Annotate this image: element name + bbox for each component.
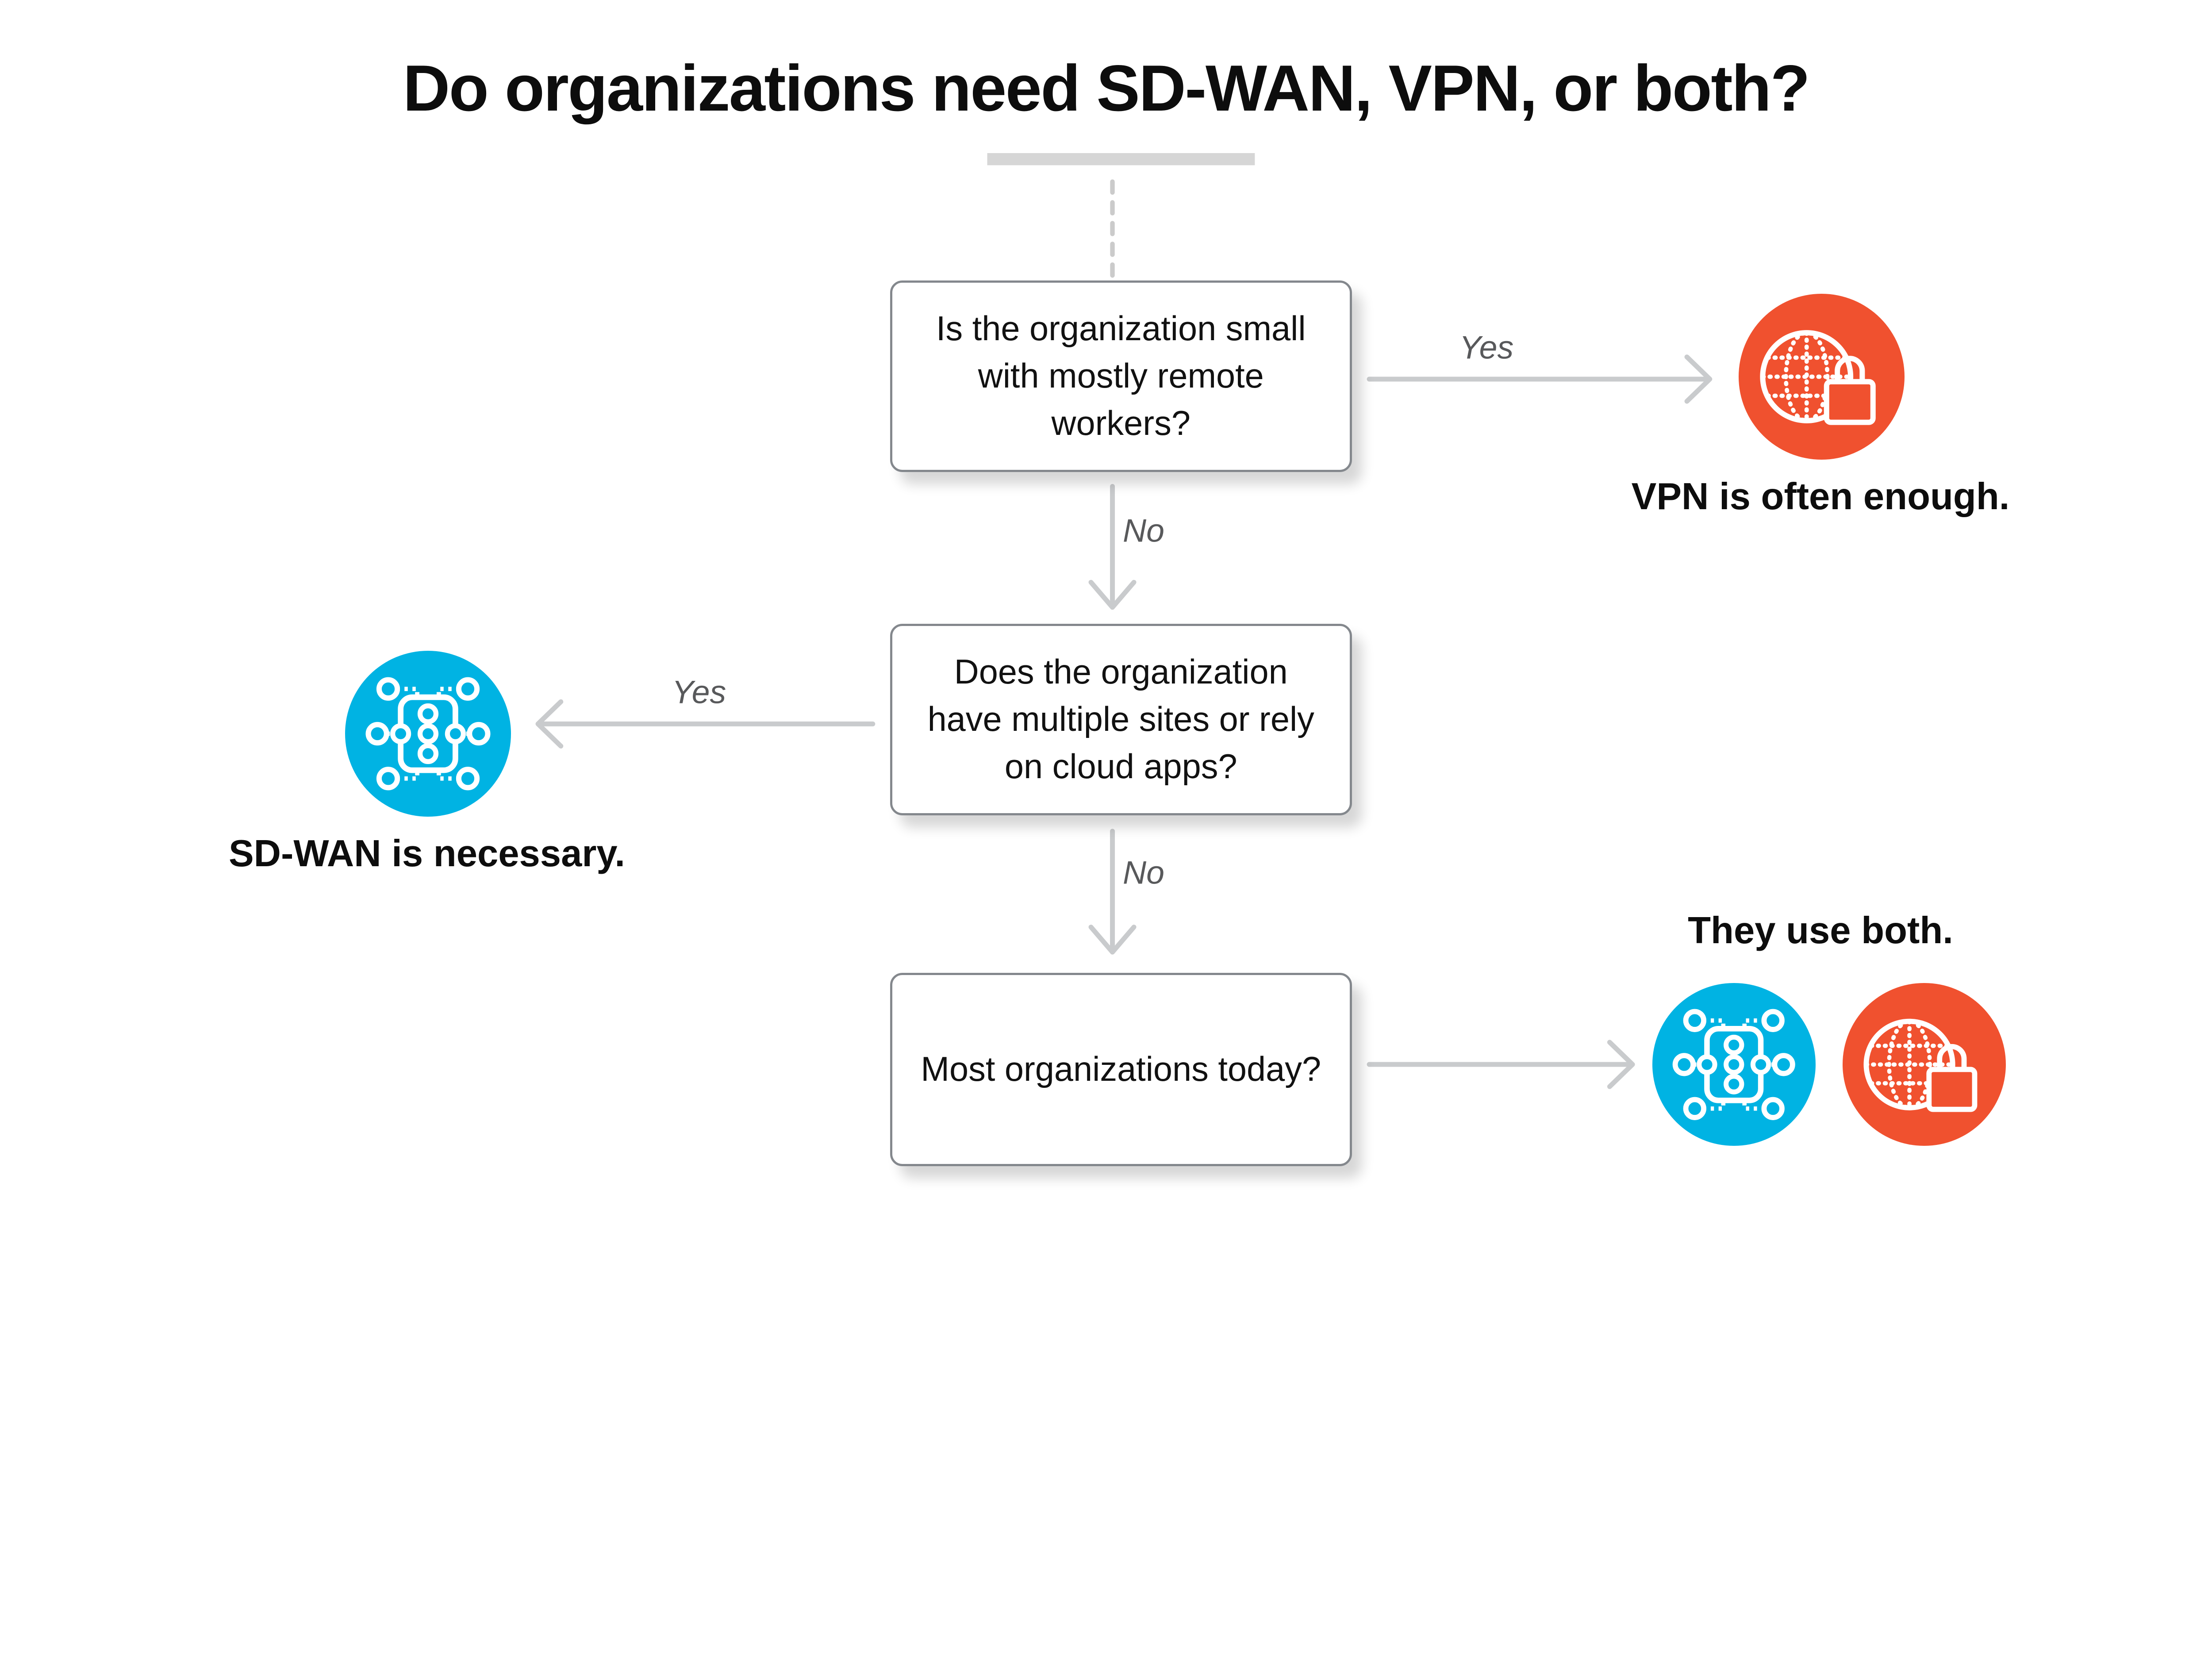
no-arrow-q2-q3 bbox=[1088, 829, 1137, 955]
globe-lock-icon bbox=[1863, 1018, 1978, 1112]
sdwan-icon-circle bbox=[345, 651, 511, 817]
question-box-multiple-sites: Does the organization have multiple site… bbox=[890, 623, 1352, 816]
flowchart-canvas: Do organizations need SD-WAN, VPN, or bo… bbox=[228, 52, 2010, 1166]
arrow-q3-both bbox=[1367, 1040, 1635, 1089]
network-mesh-icon bbox=[365, 677, 491, 791]
flowchart-connectors bbox=[535, 153, 1713, 1089]
branch-label-no-2: No bbox=[1123, 854, 1164, 891]
page-title: Do organizations need SD-WAN, VPN, or bo… bbox=[403, 52, 1810, 125]
question-box-small-org-text: Is the organization small with mostly re… bbox=[936, 310, 1306, 442]
branch-label-yes-vpn: Yes bbox=[1459, 329, 1514, 366]
yes-arrow-q1-vpn bbox=[1367, 354, 1713, 404]
question-box-most-orgs: Most organizations today? bbox=[890, 973, 1352, 1166]
outcome-caption-sdwan: SD-WAN is necessary. bbox=[228, 833, 626, 875]
question-box-multiple-sites-text: Does the organization have multiple site… bbox=[927, 653, 1314, 786]
both-sdwan-icon-circle bbox=[1652, 983, 1816, 1146]
yes-arrow-q2-sdwan bbox=[535, 699, 876, 749]
branch-label-yes-sdwan: Yes bbox=[672, 673, 726, 710]
start-divider-bar bbox=[987, 153, 1255, 165]
question-box-small-org: Is the organization small with mostly re… bbox=[890, 280, 1352, 472]
branch-label-no-1: No bbox=[1123, 512, 1164, 549]
network-mesh-icon bbox=[1672, 1009, 1795, 1120]
outcome-caption-both: They use both. bbox=[1688, 910, 1953, 952]
globe-lock-icon bbox=[1760, 330, 1876, 425]
both-vpn-icon-circle bbox=[1843, 983, 2006, 1146]
vpn-icon-circle bbox=[1739, 293, 1905, 460]
no-arrow-q1-q2 bbox=[1088, 484, 1137, 610]
question-box-most-orgs-text: Most organizations today? bbox=[921, 1050, 1321, 1088]
outcome-caption-vpn: VPN is often enough. bbox=[1631, 475, 2010, 518]
